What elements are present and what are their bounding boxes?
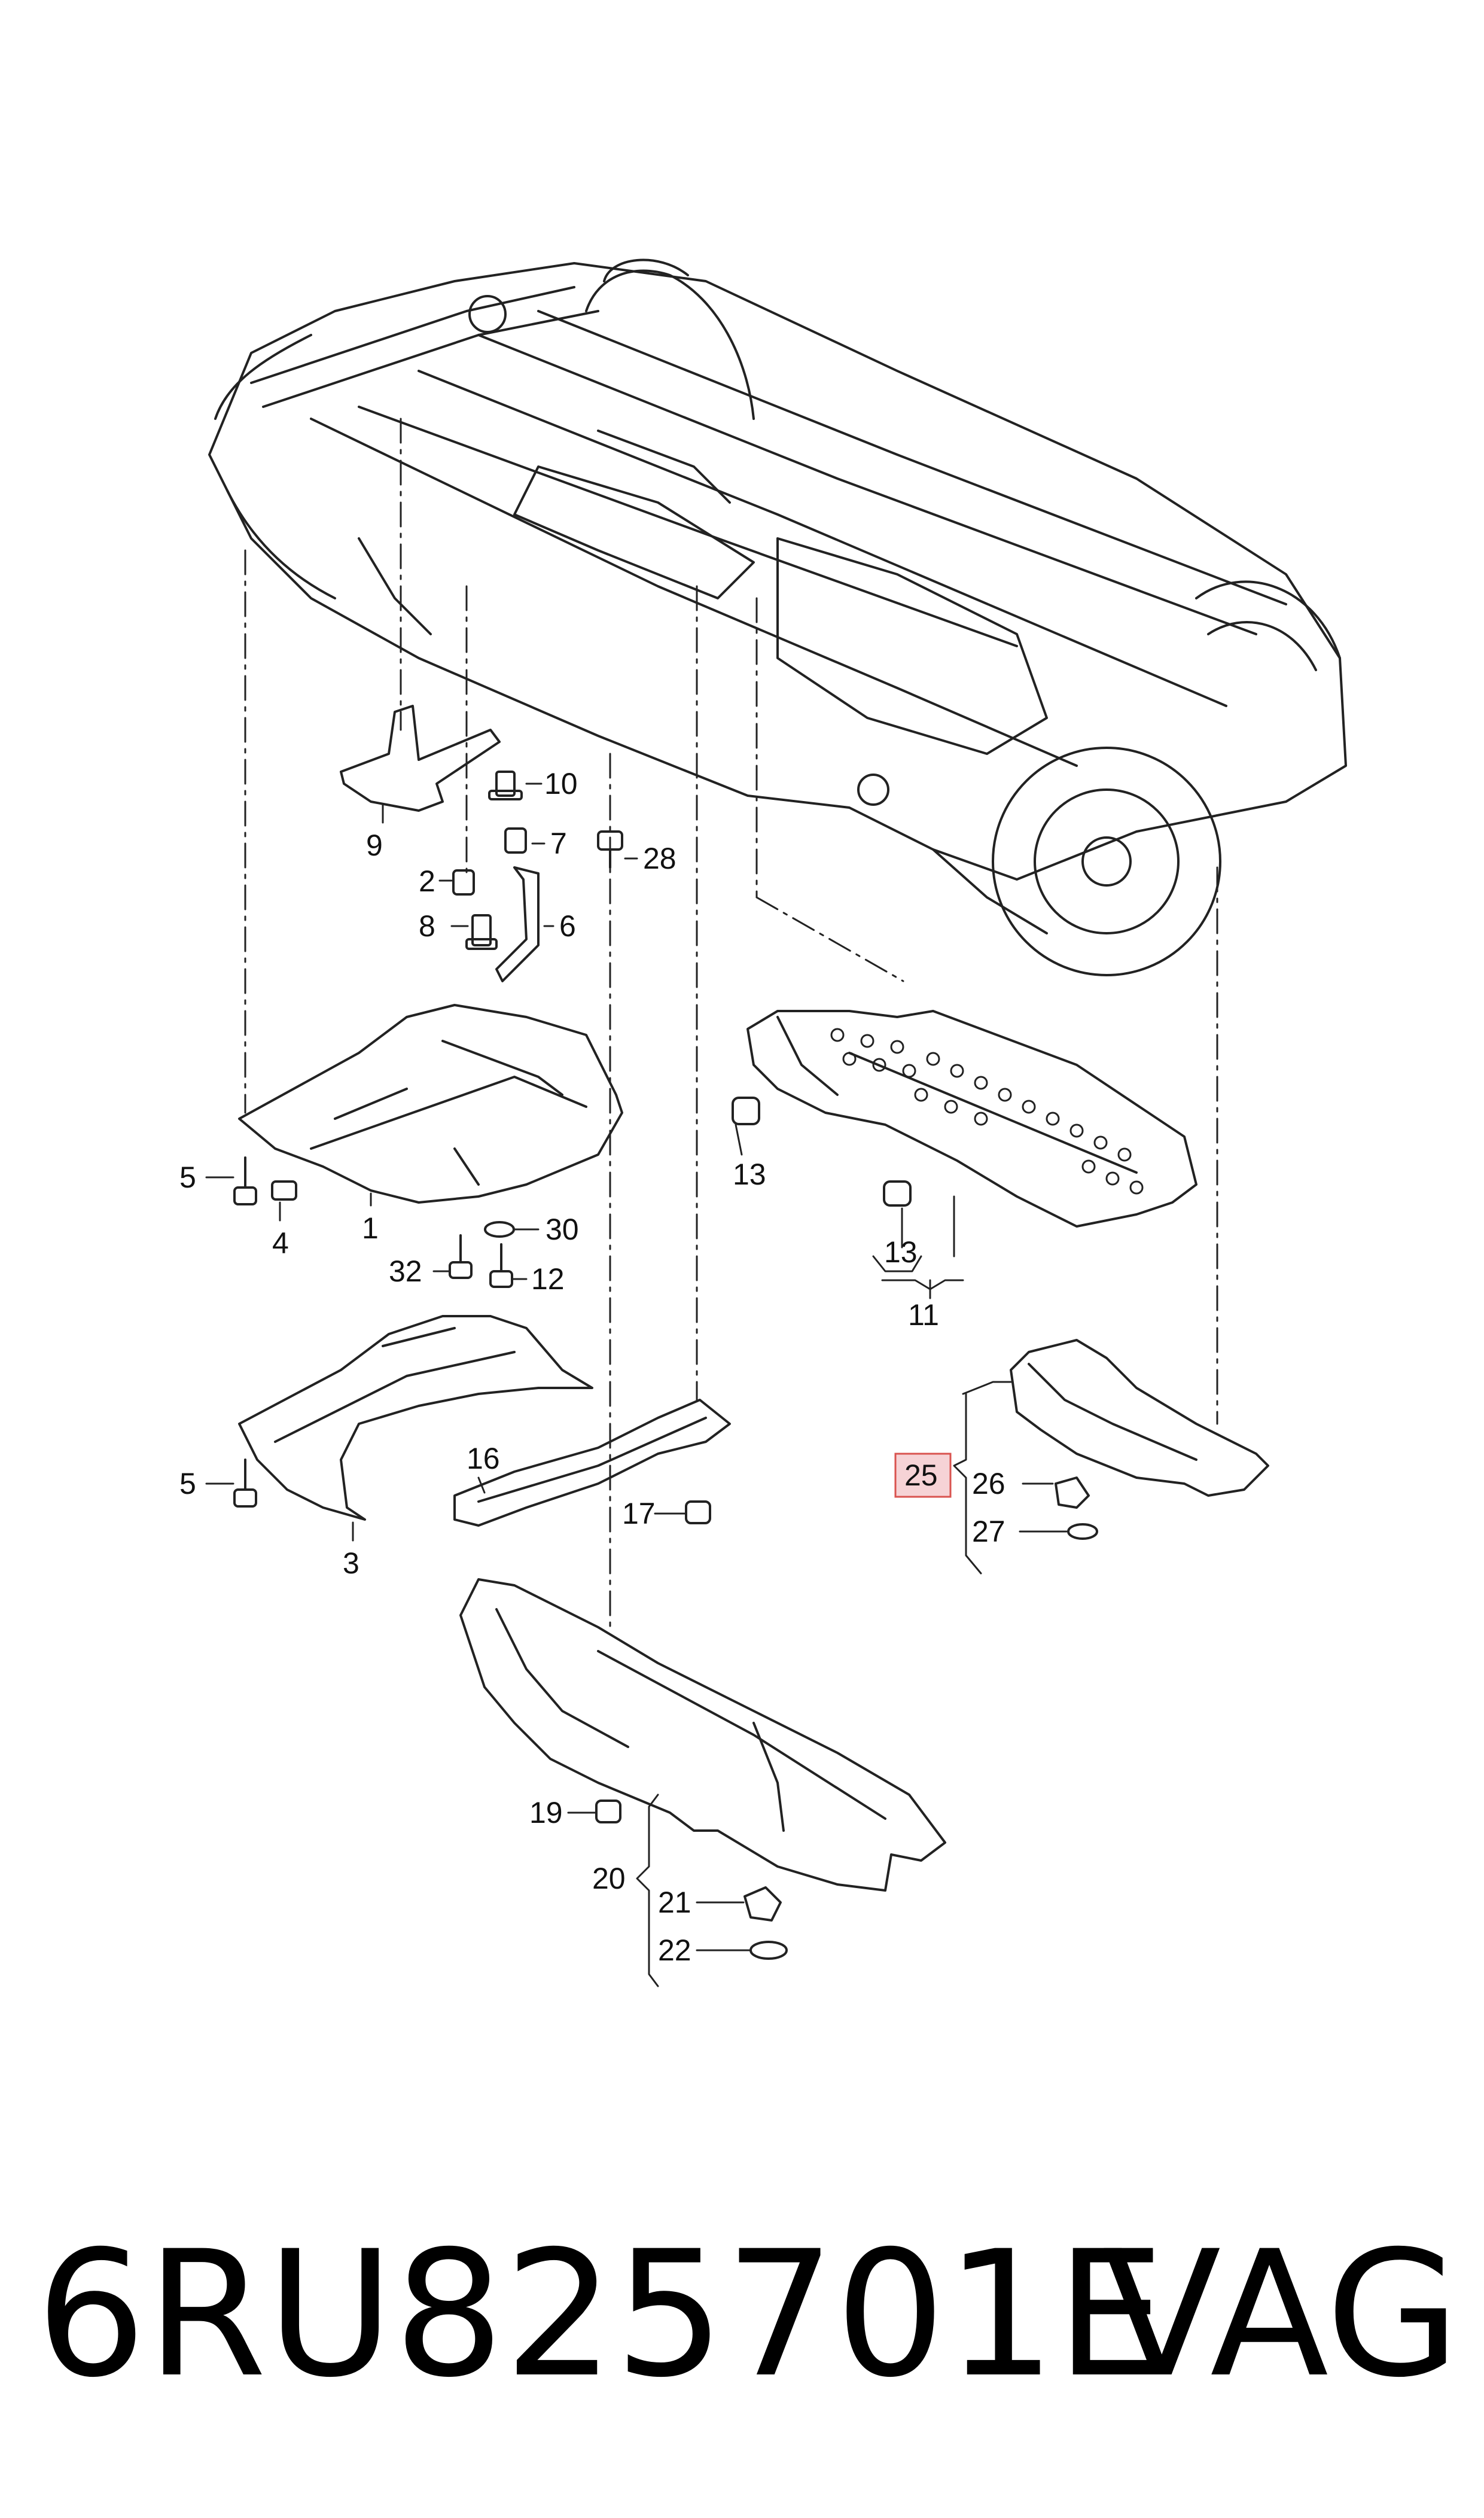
callout-3[interactable]: 2 bbox=[419, 864, 435, 898]
callout-5-lower[interactable]: 5 bbox=[179, 1467, 196, 1500]
callout-11[interactable]: 10 bbox=[544, 767, 578, 800]
callout-26[interactable]: 26 bbox=[972, 1467, 1005, 1500]
callout-32[interactable]: 32 bbox=[389, 1255, 422, 1288]
callout-21[interactable]: 21 bbox=[658, 1886, 691, 1919]
callout-25[interactable]: 25 bbox=[904, 1459, 938, 1492]
part-2-undertray bbox=[238, 1315, 593, 1521]
footer: 6RU825701E VAG bbox=[36, 2202, 1460, 2429]
fasteners bbox=[233, 771, 1098, 1960]
callout-5-upper[interactable]: 5 bbox=[179, 1161, 196, 1194]
callout-10[interactable]: 9 bbox=[366, 829, 383, 862]
callout-6[interactable]: 6 bbox=[559, 909, 576, 943]
callout-19[interactable]: 19 bbox=[529, 1796, 563, 1829]
callout-20[interactable]: 20 bbox=[592, 1862, 626, 1895]
vehicle-underbody bbox=[208, 258, 1347, 976]
part-1-undertray bbox=[238, 1004, 623, 1204]
part-25-heat-shield bbox=[1010, 1339, 1269, 1497]
callout-2[interactable]: 3 bbox=[343, 1546, 359, 1580]
callout-27[interactable]: 27 bbox=[972, 1515, 1005, 1548]
callout-7[interactable]: 12 bbox=[531, 1262, 565, 1296]
part-12-underbody-panel bbox=[746, 1010, 1197, 1228]
part-6-bracket bbox=[495, 866, 540, 982]
part-10-bracket bbox=[340, 705, 501, 812]
callout-9[interactable]: 8 bbox=[419, 909, 435, 943]
callout-30[interactable]: 30 bbox=[546, 1213, 579, 1246]
panel-perforation-pattern bbox=[830, 1028, 1144, 1195]
callout-1[interactable]: 1 bbox=[362, 1211, 379, 1245]
callout-17[interactable]: 17 bbox=[622, 1497, 656, 1530]
brand-label: VAG bbox=[1102, 2214, 1460, 2416]
part-20-heat-shield bbox=[459, 1578, 946, 1892]
highlight-box bbox=[894, 1453, 952, 1498]
part-16-crossbar bbox=[453, 1399, 731, 1527]
callout-4[interactable]: 4 bbox=[272, 1226, 289, 1260]
callout-28[interactable]: 28 bbox=[643, 842, 677, 875]
callout-13-upper[interactable]: 13 bbox=[733, 1158, 766, 1191]
part-number: 6RU825701E bbox=[36, 2214, 1166, 2416]
callout-22[interactable]: 22 bbox=[658, 1934, 691, 1967]
callout-leaders bbox=[205, 783, 1068, 1987]
leader-lines bbox=[244, 418, 1218, 1628]
callout-13-lower[interactable]: 13 bbox=[884, 1235, 918, 1269]
callout-12[interactable]: 11 bbox=[908, 1298, 939, 1332]
callout-8[interactable]: 7 bbox=[550, 827, 567, 860]
callout-16[interactable]: 16 bbox=[467, 1442, 500, 1475]
